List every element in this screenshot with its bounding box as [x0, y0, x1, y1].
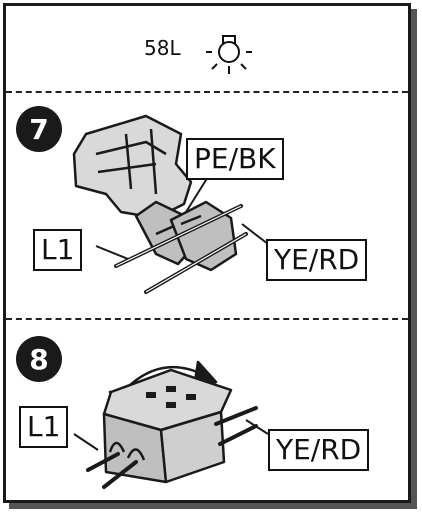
step-8: 8: [6, 322, 408, 502]
section-divider: [6, 318, 408, 320]
wire-label-ye-rd: YE/RD: [266, 239, 367, 281]
wire-label-l1: L1: [33, 229, 82, 271]
section-divider: [6, 91, 408, 93]
step-7: 7: [6, 94, 408, 314]
instruction-panel: 58L 7: [3, 3, 411, 503]
wire-label-pe-bk: PE/BK: [186, 138, 284, 180]
open-connector-icon: [6, 94, 406, 314]
model-label: 58L: [144, 36, 181, 60]
light-bulb-icon: [204, 22, 254, 82]
header: 58L: [6, 6, 408, 90]
wire-label-ye-rd: YE/RD: [268, 429, 369, 471]
wire-label-l1: L1: [19, 406, 68, 448]
